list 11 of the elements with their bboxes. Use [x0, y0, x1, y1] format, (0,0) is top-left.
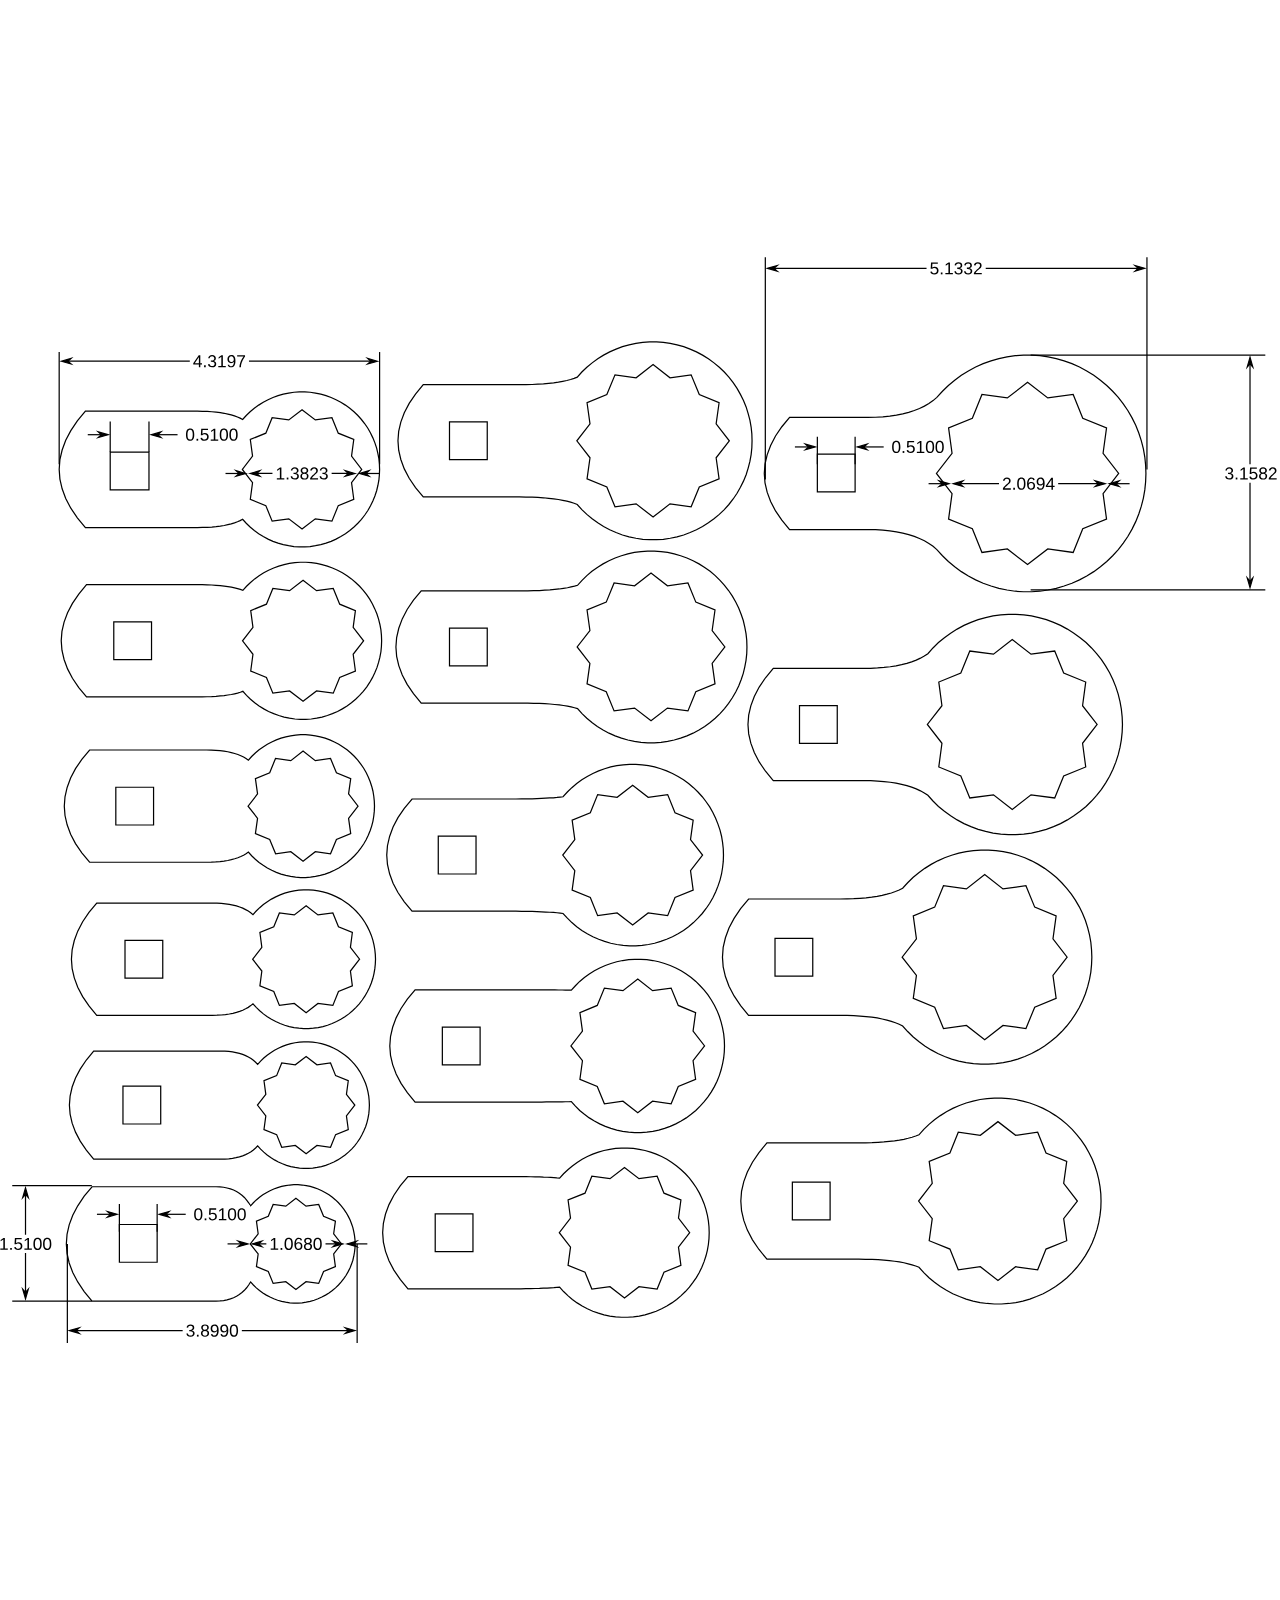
dimension-label: 3.1582	[1221, 464, 1280, 483]
dimension-label: 2.0694	[999, 474, 1059, 493]
dimension-label: 3.8990	[182, 1321, 243, 1340]
dimension-label: 1.3823	[272, 464, 332, 483]
dimension-label: 5.1332	[926, 259, 986, 278]
dimension-label: 1.0680	[266, 1234, 326, 1254]
dimension-label: 0.5100	[888, 437, 948, 457]
dimension-label: 1.5100	[0, 1234, 56, 1254]
dimension-label: 4.3197	[190, 352, 250, 371]
dimension-label: 0.5100	[182, 425, 242, 444]
dimension-label: 0.5100	[190, 1205, 250, 1224]
